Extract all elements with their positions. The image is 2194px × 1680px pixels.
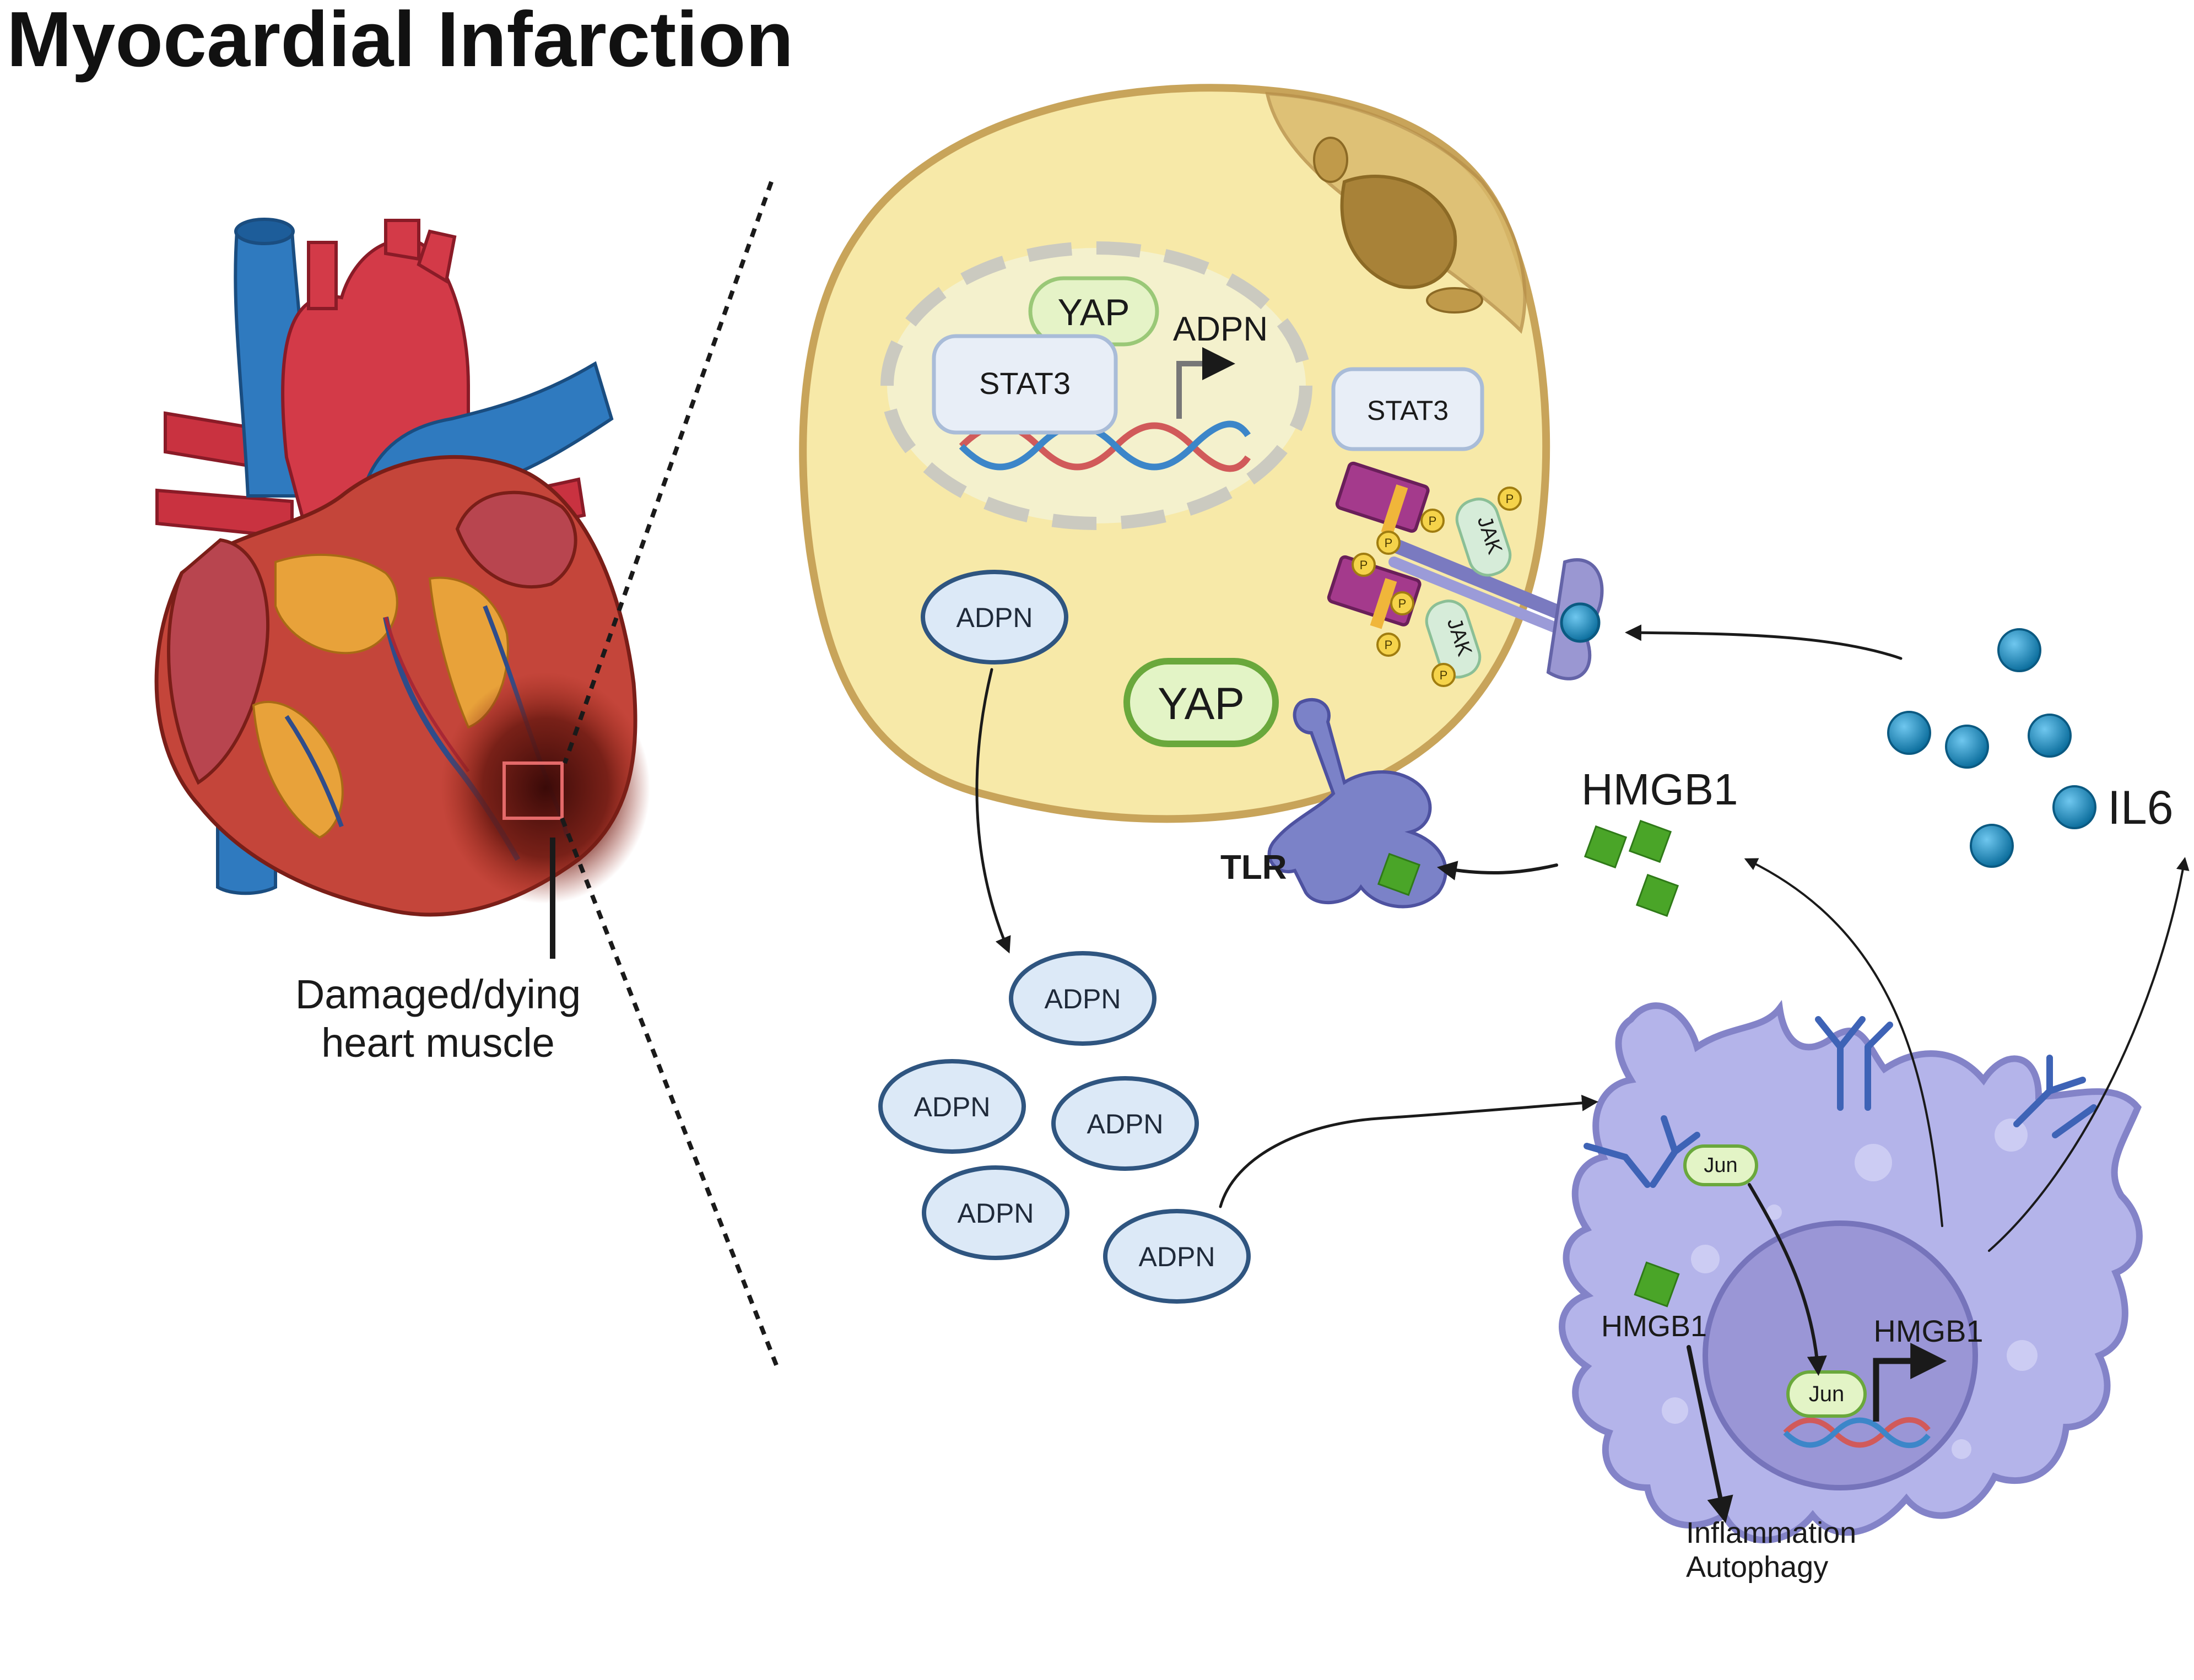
hmgb1-cyto-square <box>1634 1261 1680 1308</box>
il6-receptor-complex <box>1327 461 1604 680</box>
secreted-adpn-group: ADPN ADPN ADPN ADPN ADPN <box>878 951 1251 1304</box>
arrow-il6-to-receptor <box>1625 624 1903 660</box>
arrow-macrophage-to-hmgb1 <box>1744 858 1943 1227</box>
nucleus-stat3-label: STAT3 <box>979 366 1071 401</box>
jun-nucleus-label: Jun <box>1809 1382 1845 1406</box>
jak-top-box <box>1455 498 1512 577</box>
secreted-adpn-oval <box>1103 1209 1251 1304</box>
mitochondria-icon <box>1313 137 1348 183</box>
secreted-adpn-label: ADPN <box>1087 1109 1164 1139</box>
secreted-adpn-label: ADPN <box>958 1198 1034 1229</box>
secreted-adpn-oval <box>1009 951 1157 1046</box>
pathway-arrows <box>975 624 2190 1524</box>
cyto-yap-pill <box>1123 658 1279 747</box>
secreted-adpn-oval <box>1051 1076 1199 1171</box>
outcome-line2: Autophagy <box>1686 1551 1828 1584</box>
il6-label: IL6 <box>2107 781 2174 834</box>
phospho-label: P <box>1429 514 1437 528</box>
jak-bottom-box <box>1425 599 1482 679</box>
phospho-label: P <box>1440 668 1448 682</box>
jun-cyto-label: Jun <box>1704 1154 1737 1177</box>
macrophage-nucleus <box>1703 1220 1978 1490</box>
hmgb1-molecules <box>1377 819 1679 917</box>
damage-label-line2: heart muscle <box>321 1020 555 1066</box>
secreted-adpn-label: ADPN <box>914 1092 991 1122</box>
phospho-label: P <box>1385 536 1393 550</box>
cyto-adpn-label: ADPN <box>957 602 1033 633</box>
cyto-stat3-label: STAT3 <box>1367 395 1449 426</box>
hmgb1-cyto-label: HMGB1 <box>1601 1310 1707 1343</box>
il6-bound-ligand <box>1560 602 1601 643</box>
arrow-macrophage-to-il6 <box>1988 857 2190 1252</box>
damaged-region <box>441 672 650 904</box>
arrow-adpn-to-macrophage <box>1219 1094 1598 1208</box>
cell-organelle <box>1340 175 1457 289</box>
arrow-adpn-secretion <box>975 668 1011 954</box>
hmgb1-label: HMGB1 <box>1581 765 1738 814</box>
hmgb1-gene-label: HMGB1 <box>1873 1314 1983 1348</box>
phospho-label: P <box>1506 492 1514 506</box>
secreted-adpn-label: ADPN <box>1139 1241 1215 1272</box>
tlr-receptor <box>1267 698 1447 909</box>
gene-adpn-label: ADPN <box>1173 310 1268 348</box>
macrophage-dna <box>1783 1417 1931 1449</box>
tlr-label: TLR <box>1220 849 1287 887</box>
mitochondria-icon <box>1426 287 1483 314</box>
hmgb1-transcription-arrow-icon <box>1873 1343 1947 1422</box>
zoom-box <box>502 761 564 820</box>
il6-molecules <box>1887 628 2096 868</box>
phospho-label: P <box>1385 638 1393 652</box>
arrow-hmgb1-to-outcome <box>1687 1345 1733 1524</box>
macrophage-receptors <box>1584 1016 2097 1188</box>
nucleus-yap-label: YAP <box>1057 291 1130 333</box>
cyto-stat3-box <box>1331 367 1484 451</box>
phospho-label: P <box>1398 597 1407 611</box>
jun-cyto-pill <box>1683 1144 1758 1186</box>
nucleus-stat3-box <box>932 334 1118 435</box>
zoom-line-bottom <box>560 817 779 1368</box>
secreted-adpn-label: ADPN <box>1045 984 1121 1014</box>
arrow-jun-to-nucleus <box>1748 1183 1827 1376</box>
cyto-yap-label: YAP <box>1158 679 1245 729</box>
secreted-adpn-oval <box>878 1059 1026 1154</box>
page-title: Myocardial Infarction <box>7 0 793 83</box>
transcription-arrow-icon <box>1176 347 1235 419</box>
heart-illustration <box>154 218 650 959</box>
outcome-line1: Inflammation <box>1686 1516 1856 1549</box>
cyto-adpn-oval <box>921 570 1068 665</box>
phospho-groups <box>1352 487 1522 687</box>
zoom-line-top <box>563 181 774 764</box>
arrow-hmgb1-to-tlr <box>1436 861 1558 880</box>
secreted-adpn-oval <box>922 1165 1069 1260</box>
damage-label-line1: Damaged/dying <box>295 971 581 1017</box>
phospho-label: P <box>1360 558 1368 572</box>
